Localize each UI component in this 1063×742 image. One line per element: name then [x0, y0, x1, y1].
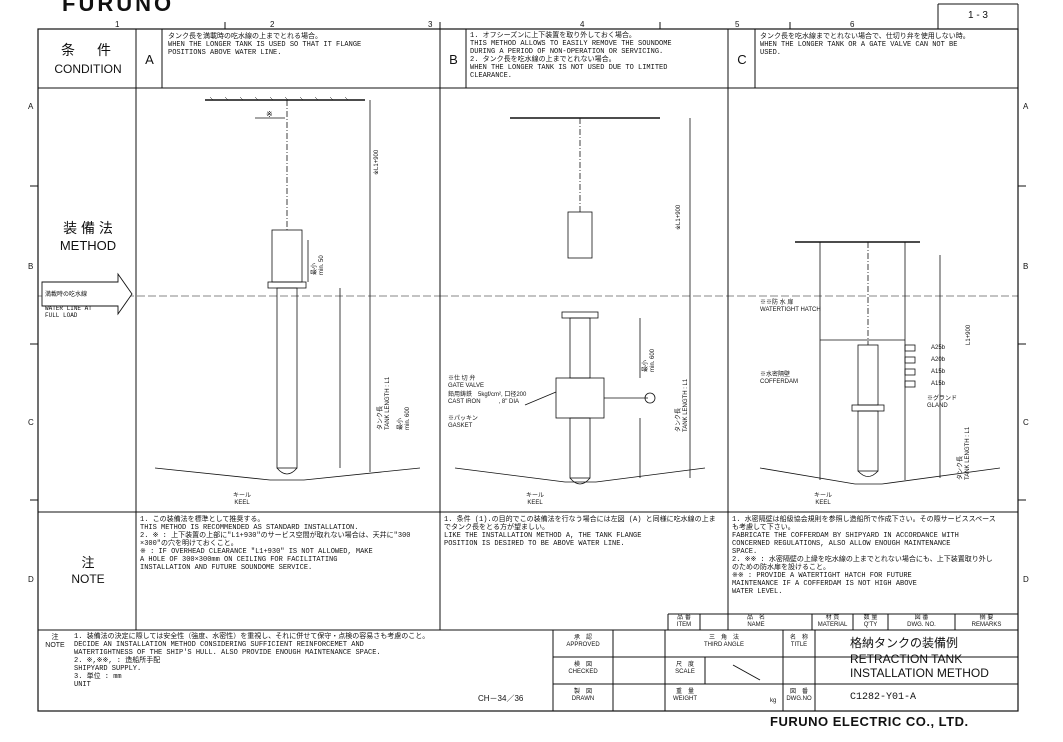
bottom-note-text: 1. 装備法の決定に際しては安全性（強度、水密性）を重視し、それに併せて保守・点… [74, 633, 430, 689]
col-number: 6 [850, 20, 855, 29]
row-letter: A [28, 102, 34, 111]
ch-ref: CH－34／36 [478, 694, 524, 703]
note-en: NOTE [71, 572, 105, 586]
waterline-label: 満載時の吃水線 WATER LINE AT FULL LOAD [45, 284, 117, 319]
condition-c-en: WHEN THE LONGER TANK OR A GATE VALVE CAN… [760, 41, 958, 57]
row-letter: A [1023, 102, 1029, 111]
third-angle-label: 三 角 法 THIRD ANGLE [703, 635, 744, 648]
bom-item: 品 番 ITEM [676, 615, 692, 628]
kg-label: kg [770, 698, 777, 704]
condition-a-en: WHEN THE LONGER TANK IS USED SO THAT IT … [168, 41, 362, 57]
gland-label: ※グランド GLAND [927, 396, 958, 409]
min600-label-b: 最小 min. 600 [643, 348, 656, 372]
tank-length-label-a: タンク長 TANK LENGTH : L1 [378, 376, 391, 430]
method-en: METHOD [59, 238, 117, 253]
waterline-en: WATER LINE AT FULL LOAD [45, 305, 92, 319]
drawn-label: 製 図 DRAWN [571, 689, 595, 702]
row-letter: C [1023, 418, 1029, 427]
keel-label-b: キール KEEL [525, 493, 544, 506]
condition-c-jp: タンク長を吃水線までとれない場合で、仕切り弁を使用しない時。 [760, 32, 970, 40]
dwg-no: C1282-Y01-A [850, 692, 917, 703]
valve-label: A15b [931, 369, 946, 375]
cast-iron-label: 鉛用鋳鉄 5kgf/cm², 口径200 CAST IRON , 8" DIA [448, 392, 527, 405]
note-c-text: 1. 水密隔壁は船級協会規則を参照し造船所で作成下さい。その際サービススペース … [732, 516, 996, 596]
condition-en: CONDITION [54, 62, 122, 76]
keel-label-c: キール KEEL [813, 493, 832, 506]
company-name: FURUNO ELECTRIC CO., LTD. [770, 714, 969, 729]
waterline-jp: 満載時の吃水線 [45, 291, 88, 298]
approved-label: 承 認 APPROVED [566, 635, 600, 648]
l1-900-label-c: L1+900 [966, 324, 972, 345]
gasket-label: ※パッキン GASKET [448, 416, 478, 429]
col-number: 4 [580, 20, 585, 29]
row-letter: D [28, 575, 34, 584]
method-jp: 装 備 法 [63, 220, 113, 236]
min50-label-a: 最小 min. 50 [312, 255, 325, 275]
bom-material: 材 質 MATERIAL [817, 615, 848, 628]
valve-label: A25b [931, 345, 946, 351]
tank-length-label-b: タンク長 TANK LENGTH : L1 [676, 378, 689, 432]
l1-900-label-b: ※L1+900 [676, 204, 682, 230]
gate-valve-label: ※仕 切 弁 GATE VALVE [448, 376, 485, 389]
sheet-number: 1 - 3 [967, 10, 988, 21]
weight-label: 重 量 WEIGHT [673, 689, 697, 702]
title-label: 名 称 TITLE [789, 635, 808, 648]
valve-label: A20b [931, 357, 946, 363]
l1-900-label-a: ※L1+900 [374, 149, 380, 175]
col-number: 3 [428, 20, 433, 29]
note-a-text: 1. この装備法を標準として推奨する。 THIS METHOD IS RECOM… [140, 516, 411, 572]
bom-remarks: 摘 要 REMARKS [971, 615, 1002, 628]
condition-c-letter: C [737, 52, 747, 67]
checked-label: 検 図 CHECKED [568, 662, 598, 675]
condition-jp: 条 件 [61, 42, 115, 58]
condition-b-letter: B [449, 52, 458, 67]
row-letter: B [28, 262, 34, 271]
condition-a-jp: タンク長を満載時の吃水線の上までとれる場合。 [168, 32, 322, 40]
col-number: 5 [735, 20, 740, 29]
row-letter: C [28, 418, 34, 427]
bottom-note-label: 注 NOTE [45, 634, 65, 649]
bom-dwg-no: 図 番 DWG. NO. [907, 615, 936, 628]
title-jp: 格納タンクの装備例 [850, 636, 959, 650]
title-en: RETRACTION TANK INSTALLATION METHOD [850, 652, 989, 680]
hatch-label: ※※防 水 扉 WATERTIGHT HATCH [760, 300, 821, 313]
scale-label: 尺 度 SCALE [675, 662, 695, 675]
condition-a-letter: A [145, 52, 154, 67]
dwg-no-label: 図 番 DWG.NO [786, 689, 812, 702]
bom-qty: 数 量 Q'TY [863, 615, 878, 628]
company-logo: FURUNO [62, 0, 175, 16]
min600-label-a: 最小 min. 600 [398, 406, 411, 430]
note-b-text: 1. 条件 (1).の目的でこの装備法を行なう場合には左図 (A) と同様に吃水… [444, 516, 716, 548]
star-mark: ※ [266, 110, 273, 119]
row-letter: D [1023, 575, 1029, 584]
cofferdam-label: ※水密隔壁 COFFERDAM [760, 372, 798, 385]
bom-name: 品 名 NAME [746, 615, 765, 628]
tank-length-label-c: タンク長 TANK LENGTH : L1 [958, 426, 971, 480]
valve-label: A15b [931, 381, 946, 387]
keel-label-a: キール KEEL [232, 493, 251, 506]
condition-b-text: 1. オフシーズンに上下装置を取り外しておく場合。 THIS METHOD AL… [470, 32, 672, 80]
col-number: 2 [270, 20, 275, 29]
row-letter: B [1023, 262, 1029, 271]
col-number: 1 [115, 20, 120, 29]
note-jp: 注 [81, 555, 95, 570]
